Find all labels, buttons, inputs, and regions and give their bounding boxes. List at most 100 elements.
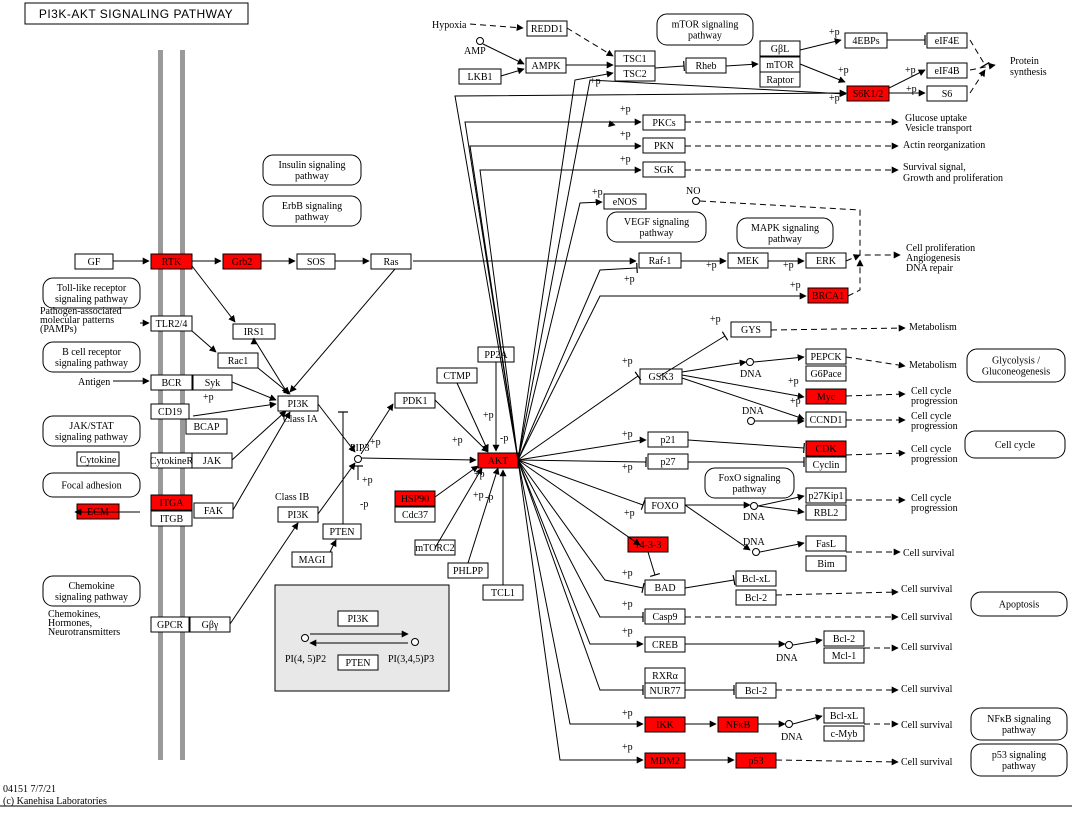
pathway-apoptosis[interactable]: Apoptosis [970, 591, 1068, 617]
gene-gby[interactable]: Gβγ [189, 616, 231, 633]
gene-itga[interactable]: ITGA [150, 494, 193, 511]
gene-nfkb[interactable]: NFκB [717, 716, 759, 733]
gene-tsc1[interactable]: TSC1 [614, 50, 656, 67]
gene-bcr[interactable]: BCR [150, 374, 193, 391]
gene-raptor[interactable]: Raptor [759, 71, 801, 88]
pathway-cellcycle[interactable]: Cell cycle [964, 430, 1066, 459]
gene-irs1[interactable]: IRS1 [232, 323, 276, 340]
pathway-focal[interactable]: Focal adhesion [42, 472, 141, 498]
gene-sgk[interactable]: SGK [642, 161, 686, 178]
gene-p21[interactable]: p21 [647, 431, 689, 448]
gene-myc[interactable]: Myc [805, 388, 847, 405]
gene-mek[interactable]: MEK [727, 252, 769, 269]
gene-gsk3[interactable]: GSK3 [639, 368, 683, 385]
gene-pi3k_a[interactable]: PI3K [277, 395, 319, 412]
gene-cdk[interactable]: CDK [805, 440, 847, 457]
gene-phlpp[interactable]: PHLPP [447, 562, 489, 579]
gene-pkn[interactable]: PKN [642, 137, 686, 154]
gene-bcl2_c[interactable]: Bcl-2 [735, 682, 777, 699]
gene-pi3k_a[interactable]: PI3K [337, 610, 379, 627]
gene-bim[interactable]: Bim [805, 555, 847, 572]
gene-g1433[interactable]: 14-3-3 [627, 536, 669, 553]
gene-pten[interactable]: PTEN [322, 523, 362, 540]
gene-pp2a[interactable]: PP2A [477, 346, 515, 363]
gene-ctmp[interactable]: CTMP [436, 367, 478, 384]
gene-eif4e[interactable]: eIF4E [926, 32, 968, 49]
gene-magi[interactable]: MAGI [291, 551, 333, 568]
gene-bcl2_a[interactable]: Bcl-2 [735, 589, 777, 606]
gene-s6[interactable]: S6 [926, 85, 968, 102]
gene-tcl1[interactable]: TCL1 [482, 584, 524, 601]
gene-sos[interactable]: SOS [296, 253, 336, 270]
gene-syk[interactable]: Syk [192, 374, 233, 391]
gene-rxra[interactable]: RXRα [644, 667, 686, 684]
gene-fak[interactable]: FAK [193, 502, 234, 519]
gene-itgb[interactable]: ITGB [150, 510, 193, 527]
gene-grb2[interactable]: Grb2 [222, 253, 262, 270]
gene-p27[interactable]: p27 [647, 453, 689, 470]
gene-akt[interactable]: AKT [477, 452, 519, 469]
gene-gpcr[interactable]: GPCR [150, 616, 190, 633]
gene-bad[interactable]: BAD [644, 579, 686, 596]
gene-g6pace[interactable]: G6Pace [805, 365, 847, 382]
gene-cd19[interactable]: CD19 [150, 403, 190, 420]
gene-ikk[interactable]: IKK [644, 716, 686, 733]
gene-bclxl_b[interactable]: Bcl-xL [823, 707, 865, 724]
gene-erk[interactable]: ERK [805, 252, 847, 269]
gene-bclxl_a[interactable]: Bcl-xL [735, 570, 777, 587]
gene-ampk[interactable]: AMPK [525, 57, 567, 74]
gene-cyclin[interactable]: Cyclin [805, 456, 847, 473]
gene-gbl[interactable]: GβL [759, 40, 801, 57]
gene-pdk1[interactable]: PDK1 [394, 392, 436, 409]
gene-pepck[interactable]: PEPCK [805, 348, 847, 365]
gene-brca1[interactable]: BRCA1 [807, 287, 849, 304]
gene-bcl2_b[interactable]: Bcl-2 [823, 630, 865, 647]
gene-lkb1[interactable]: LKB1 [458, 68, 502, 85]
gene-rtk[interactable]: RTK [150, 253, 193, 270]
gene-ras[interactable]: Ras [370, 253, 412, 270]
gene-ccnd1[interactable]: CCND1 [805, 411, 847, 428]
gene-creb[interactable]: CREB [644, 636, 686, 653]
gene-cytokine_r[interactable]: CytokineR [150, 452, 194, 469]
gene-p53[interactable]: p53 [735, 752, 777, 769]
gene-mtor[interactable]: mTOR [759, 56, 801, 73]
pathway-glycolysis[interactable]: Glycolysis /Gluconeogenesis [966, 348, 1066, 383]
gene-hsp90[interactable]: HSP90 [394, 490, 436, 507]
gene-mcl1[interactable]: Mcl-1 [823, 647, 865, 664]
gene-enos[interactable]: eNOS [603, 193, 647, 210]
gene-rheb[interactable]: Rheb [685, 57, 727, 74]
gene-s6k[interactable]: S6K1/2 [846, 85, 890, 102]
gene-nur77[interactable]: NUR77 [644, 682, 686, 699]
gene-pi3k_b[interactable]: PI3K [277, 506, 319, 523]
gene-mdm2[interactable]: MDM2 [644, 752, 686, 769]
gene-foxo[interactable]: FOXO [644, 497, 686, 514]
gene-pten[interactable]: PTEN [337, 654, 379, 671]
gene-casp9[interactable]: Casp9 [644, 608, 686, 625]
gene-tlr24[interactable]: TLR2/4 [150, 315, 193, 332]
gene-raf1[interactable]: Raf-1 [638, 252, 682, 269]
gene-pkcs[interactable]: PKCs [642, 114, 686, 131]
gene-jak[interactable]: JAK [191, 452, 233, 469]
gene-bcap[interactable]: BCAP [185, 418, 228, 435]
gene-rac1[interactable]: Rac1 [217, 352, 259, 369]
gene-cmyb[interactable]: c-Myb [823, 725, 865, 742]
gene-rbl2[interactable]: RBL2 [805, 504, 847, 521]
gene-gf[interactable]: GF [74, 253, 114, 270]
gene-eif4b[interactable]: eIF4B [926, 62, 968, 79]
gene-ebp[interactable]: 4EBPs [844, 32, 888, 49]
gene-cdc37[interactable]: Cdc37 [394, 506, 436, 523]
gene-tsc2[interactable]: TSC2 [614, 65, 656, 82]
gene-fasl[interactable]: FasL [805, 535, 847, 552]
